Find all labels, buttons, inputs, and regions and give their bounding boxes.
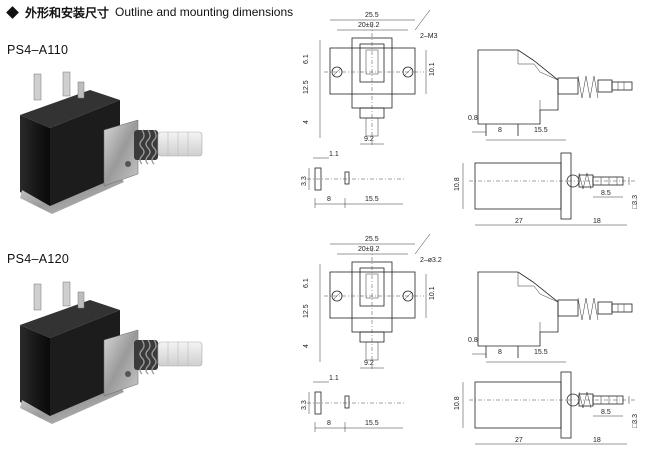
dim-pin-gap-1: 8 [498,127,502,134]
header-title-en: Outline and mounting dimensions [115,5,294,19]
dim-width-2: 25.5 [365,236,379,243]
dim-len-b-2: 18 [593,437,601,444]
model-name-1: PS4–A110 [7,43,69,57]
dim-height-2: 3.3 [301,400,308,410]
dim-len-a-1: 27 [515,218,523,225]
dim-height-low-2: 4 [303,344,310,348]
dim-pitch-2: 20±0.2 [358,246,379,253]
bottom-view-2: 10.8 27 18 8.5 □3.3 [454,371,639,445]
pin-view-2: 1.1 3.3 8 15.5 [301,375,406,433]
front-view-2: 25.5 20±0.2 2–ø3.2 6.1 12.5 4 10.1 9.2 [303,233,442,371]
product-photo-2 [19,281,203,425]
dim-bottom-width-1: 9.2 [364,136,374,143]
dim-thick-2: 1.1 [329,375,339,382]
dim-height-top-2: 6.1 [303,278,310,288]
dim-width-1: 25.5 [365,12,379,19]
dim-thick-1: 1.1 [329,151,339,158]
dim-pin-gap-2: 8 [498,349,502,356]
dim-pitch-1: 20±0.2 [358,22,379,29]
dim-height-mid-1: 12.5 [303,80,310,94]
dim-height-mid-2: 12.5 [303,304,310,318]
dim-height-top-1: 6.1 [303,54,310,64]
side-view-2: 0.8 8 15.5 [468,271,633,363]
product-photo-1 [19,71,203,215]
dim-height-low-1: 4 [303,120,310,124]
dim-height-right-2: 10.1 [429,286,436,300]
model-name-2: PS4–A120 [7,252,70,266]
dim-pin-right-1: 15.5 [534,127,548,134]
dim-len-b-1: 18 [593,218,601,225]
pin-view-1: 1.1 3.3 8 15.5 [301,151,406,209]
front-view-1: 25.5 20±0.2 2–M3 6.1 12.5 4 10.1 9.2 [303,9,438,147]
dim-pin-left-2: 0.8 [468,337,478,344]
dim-bottom-width-2: 9.2 [364,360,374,367]
dim-span-1: 15.5 [365,196,379,203]
bottom-view-1: 10.8 27 18 8.5 □3.3 [454,152,639,226]
dim-square-1: □3.3 [632,195,639,209]
dim-hole-2: 2–ø3.2 [420,257,442,264]
dim-square-2: □3.3 [632,414,639,428]
dim-height-right-1: 10.1 [429,62,436,76]
dim-gap-1: 8 [327,196,331,203]
dim-span-2: 15.5 [365,420,379,427]
dim-body-height-2: 10.8 [454,396,461,410]
dim-len-a-2: 27 [515,437,523,444]
dim-body-height-1: 10.8 [454,177,461,191]
dim-shaft-2: 8.5 [601,409,611,416]
dim-hole-1: 2–M3 [420,33,438,40]
dim-gap-2: 8 [327,420,331,427]
side-view-1: 0.8 8 15.5 [468,49,633,141]
header-title-cn: 外形和安装尺寸 [25,5,110,20]
dim-shaft-1: 8.5 [601,190,611,197]
dim-height-1: 3.3 [301,176,308,186]
dim-pin-left-1: 0.8 [468,115,478,122]
section-header: 外形和安装尺寸 Outline and mounting dimensions [6,3,293,21]
dim-pin-right-2: 15.5 [534,349,548,356]
